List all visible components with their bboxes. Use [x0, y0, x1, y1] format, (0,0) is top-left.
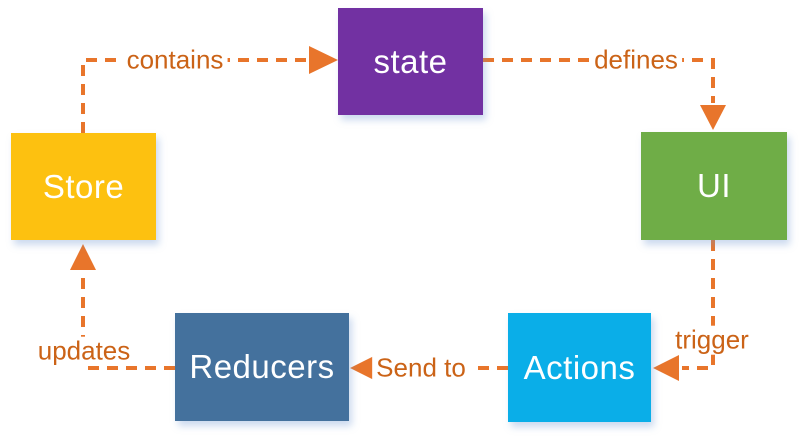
arrowhead-trigger-left-icon [653, 355, 679, 381]
arrowhead-updates-up-icon [70, 244, 96, 270]
edge-defines-line [483, 58, 715, 103]
arrowhead-defines-down-icon [700, 105, 726, 130]
arrowhead-sendto-left-icon [350, 355, 376, 381]
node-actions-label: Actions [523, 348, 636, 386]
edge-contains-line [81, 58, 306, 133]
node-ui-label: UI [697, 167, 731, 204]
arrowhead-contains-right-icon [309, 46, 338, 74]
edge-label-contains: contains [122, 46, 228, 75]
node-actions: Actions [508, 313, 651, 422]
edge-label-trigger: trigger [671, 326, 753, 355]
node-store-label: Store [42, 167, 125, 205]
edge-updates-line [81, 268, 175, 370]
edge-label-send-to: Send to [372, 354, 470, 383]
node-state-label: state [373, 42, 448, 80]
node-ui: UI [641, 132, 787, 240]
edge-trigger-line [682, 240, 715, 370]
edge-label-updates: updates [33, 337, 135, 366]
node-store: Store [11, 133, 156, 240]
node-reducers: Reducers [175, 313, 349, 421]
node-state: state [338, 8, 483, 115]
edge-label-defines: defines [590, 46, 682, 75]
node-reducers-label: Reducers [189, 348, 335, 385]
